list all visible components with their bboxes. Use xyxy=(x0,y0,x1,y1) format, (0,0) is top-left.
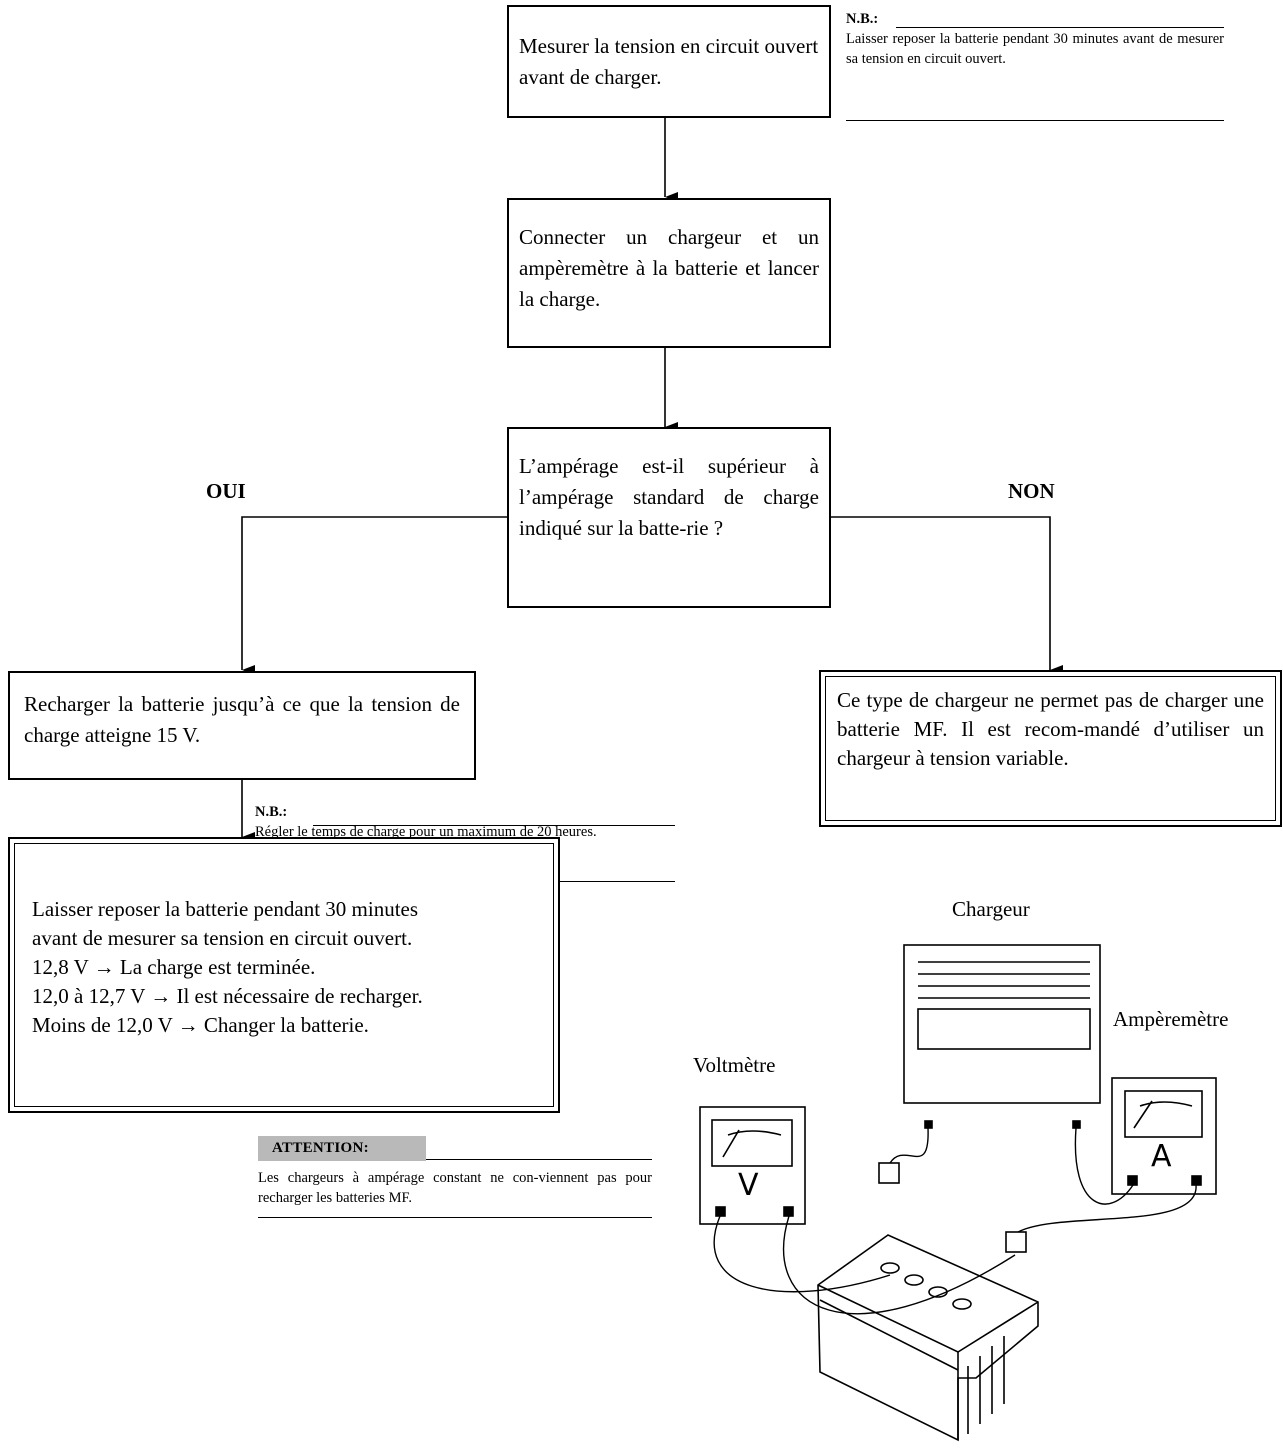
ammeter-icon xyxy=(1111,1077,1217,1195)
branch-label-yes: OUI xyxy=(206,479,246,503)
ammeter-symbol: A xyxy=(1151,1139,1172,1174)
note-charge-time: N.B.: Régler le temps de charge pour un … xyxy=(255,802,675,842)
wire-voltmeter-pos xyxy=(783,1215,1016,1315)
flow-step-connect: Connecter un chargeur et un ampèremètre … xyxy=(507,198,831,348)
flow-final-text: Laisser reposer la batterie pendant 30 m… xyxy=(32,895,423,1040)
flow-yes-recharge-text: Recharger la batterie jusqu’à ce que la … xyxy=(24,692,460,747)
note-rest-battery: N.B.: Laisser reposer la batterie pendan… xyxy=(846,9,1224,69)
attention-text: Les chargeurs à ampérage constant ne con… xyxy=(258,1170,652,1206)
final-line: 12,8 V → La charge est terminée. xyxy=(32,954,316,979)
flow-final-rest-and-measure: Laisser reposer la batterie pendant 30 m… xyxy=(8,837,560,1113)
flow-step-connect-text: Connecter un chargeur et un ampèremètre … xyxy=(519,225,819,311)
arrow-yes-branch xyxy=(241,516,507,675)
flow-yes-recharge: Recharger la batterie jusqu’à ce que la … xyxy=(8,671,476,780)
flow-step-measure-text: Mesurer la tension en circuit ouvert ava… xyxy=(519,34,819,89)
wire-charger-to-ammeter xyxy=(1074,1127,1134,1205)
arrow-no-branch xyxy=(831,516,1063,675)
note-rest-battery-bottom-rule xyxy=(846,120,1224,121)
final-line: avant de mesurer sa tension en circuit o… xyxy=(32,925,413,950)
flow-decision-amperage-text: L’ampérage est-il supérieur à l’ampérage… xyxy=(519,454,819,540)
wire-voltmeter-neg xyxy=(713,1215,891,1293)
voltmeter-symbol: V xyxy=(738,1168,759,1203)
final-line: 12,0 à 12,7 V → Il est nécessaire de rec… xyxy=(32,983,423,1008)
voltmeter-label: Voltmètre xyxy=(693,1053,776,1077)
flow-no-charger-warning: Ce type de chargeur ne permet pas de cha… xyxy=(819,670,1282,827)
attention-bottom-rule xyxy=(258,1217,652,1218)
ammeter-label: Ampèremètre xyxy=(1113,1007,1229,1031)
wire-charger-pos xyxy=(889,1127,929,1164)
attention-title: ATTENTION: xyxy=(258,1136,426,1161)
test-wires xyxy=(713,1127,1197,1315)
branch-label-no: NON xyxy=(1008,479,1055,503)
flow-no-charger-warning-text: Ce type de chargeur ne permet pas de cha… xyxy=(837,688,1264,770)
flow-step-measure: Mesurer la tension en circuit ouvert ava… xyxy=(507,5,831,118)
voltmeter-icon xyxy=(699,1106,806,1225)
attention-top-rule xyxy=(426,1159,652,1160)
battery-icon xyxy=(817,1162,1039,1442)
note-charge-time-text: Régler le temps de charge pour un maximu… xyxy=(255,824,597,840)
note-rest-battery-title: N.B.: xyxy=(846,11,879,27)
charger-label: Chargeur xyxy=(952,897,1030,921)
charger-icon xyxy=(903,944,1101,1129)
flow-decision-amperage: L’ampérage est-il supérieur à l’ampérage… xyxy=(507,427,831,608)
note-rest-battery-top-rule xyxy=(896,27,1224,28)
note-rest-battery-text: Laisser reposer la batterie pendant 30 m… xyxy=(846,31,1224,67)
note-charge-time-top-rule xyxy=(313,825,675,826)
final-line: Laisser reposer la batterie pendant 30 m… xyxy=(32,896,419,921)
final-line: Moins de 12,0 V → Changer la batterie. xyxy=(32,1012,369,1037)
wire-ammeter-to-battery xyxy=(1017,1184,1197,1233)
note-charge-time-title: N.B.: xyxy=(255,804,288,820)
